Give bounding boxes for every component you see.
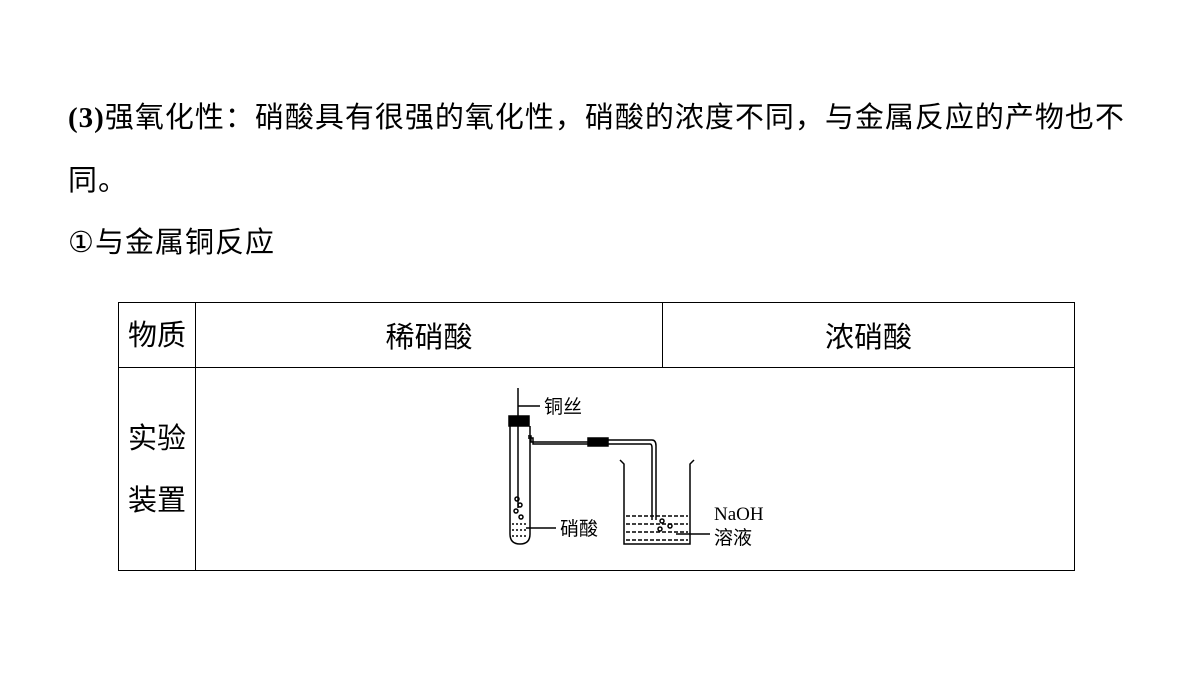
row-label-apparatus: 实验 装置 xyxy=(118,367,196,571)
item-number: (3) xyxy=(68,102,105,134)
test-tube xyxy=(509,426,531,545)
apparatus-diagram: 铜丝 硝酸 NaOH 溶液 xyxy=(508,388,764,549)
label-solution: 溶液 xyxy=(714,527,752,549)
apparatus-cell: 铜丝 硝酸 NaOH 溶液 xyxy=(195,367,1075,571)
label-nitric-acid: 硝酸 xyxy=(560,518,598,540)
label-copper-wire: 铜丝 xyxy=(544,396,582,418)
property-text: 强氧化性：硝酸具有很强的氧化性，硝酸的浓度不同，与金属反应的产物也不同。 xyxy=(68,100,1125,197)
table-apparatus-row: 实验 装置 xyxy=(118,367,1075,571)
property-paragraph: (3)强氧化性：硝酸具有很强的氧化性，硝酸的浓度不同，与金属反应的产物也不同。 xyxy=(68,86,1148,211)
rubber-joint xyxy=(587,437,609,447)
stopper xyxy=(508,415,530,427)
header-dilute-nitric-acid: 稀硝酸 xyxy=(195,302,663,368)
header-concentrated-nitric-acid: 浓硝酸 xyxy=(662,302,1075,368)
row-label-line2: 装置 xyxy=(127,483,186,517)
row-label-line1: 实验 xyxy=(127,421,186,455)
delivery-tube-2 xyxy=(608,439,657,520)
beaker xyxy=(619,459,695,545)
table-header-row: 物质 稀硝酸 浓硝酸 xyxy=(118,302,1075,368)
experiment-table: 物质 稀硝酸 浓硝酸 实验 装置 xyxy=(118,302,1075,571)
delivery-tube-1 xyxy=(528,435,588,443)
label-naoh: NaOH xyxy=(714,504,764,525)
subheading-copper-reaction: ①与金属铜反应 xyxy=(68,225,275,259)
header-substance: 物质 xyxy=(118,302,196,368)
